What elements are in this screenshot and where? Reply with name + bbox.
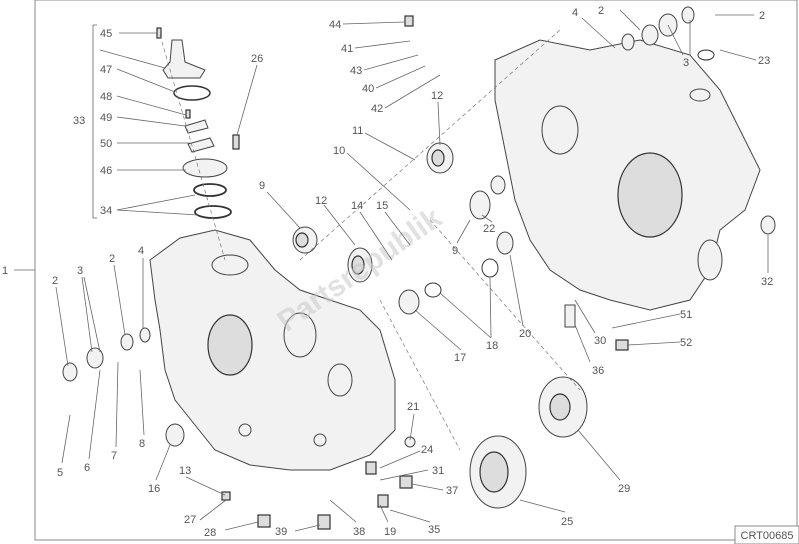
callout-9: 9 [452, 245, 458, 257]
alignment-line [379, 299, 461, 451]
callout-43: 43 [350, 65, 362, 77]
callout-8: 8 [139, 438, 145, 450]
callout-4: 4 [138, 245, 144, 257]
callout-44: 44 [329, 19, 341, 31]
left-case-port [211, 254, 249, 276]
callout-2: 2 [109, 253, 115, 265]
callout-31: 31 [432, 465, 444, 477]
callout-26: 26 [251, 53, 263, 65]
callout-2: 2 [598, 5, 604, 17]
callout-39: 39 [275, 526, 287, 538]
callout-33: 33 [73, 115, 85, 127]
reed-valve [187, 137, 215, 153]
reference-box [734, 525, 799, 544]
alignment-line [429, 219, 581, 391]
callout-1: 1 [2, 265, 8, 277]
screw [232, 134, 240, 150]
pump-gasket [173, 85, 211, 101]
callout-22: 22 [483, 223, 495, 235]
bearings [62, 6, 776, 530]
callout-12: 12 [431, 90, 443, 102]
callout-48: 48 [100, 91, 112, 103]
callout-52: 52 [680, 337, 692, 349]
left-case-hole [238, 423, 252, 437]
callout-41: 41 [341, 43, 353, 55]
callout-25: 25 [561, 516, 573, 528]
left-case-bore-2 [283, 312, 317, 358]
callout-23: 23 [758, 55, 770, 67]
callout-47: 47 [100, 64, 112, 76]
callout-4: 4 [572, 7, 578, 19]
callout-28: 28 [204, 527, 216, 539]
callout-34: 34 [100, 205, 112, 217]
callout-37: 37 [446, 485, 458, 497]
right-case-bore-2 [541, 105, 579, 155]
callout-9: 9 [259, 180, 265, 192]
group-bracket [92, 24, 97, 219]
callout-6: 6 [84, 462, 90, 474]
callout-29: 29 [618, 483, 630, 495]
pump-body [182, 158, 228, 178]
callout-19: 19 [384, 526, 396, 538]
callout-3: 3 [683, 57, 689, 69]
right-case-bore-3 [697, 239, 723, 281]
right-case-port [689, 88, 711, 102]
pump-screw [185, 109, 191, 119]
callout-7: 7 [111, 450, 117, 462]
callout-17: 17 [454, 352, 466, 364]
reference-code: CRT00685 [741, 530, 794, 542]
callout-27: 27 [184, 514, 196, 526]
left-case-hole [313, 433, 327, 447]
left-case-bore-3 [327, 363, 353, 397]
callout-20: 20 [519, 328, 531, 340]
callout-30: 30 [594, 335, 606, 347]
o-ring [194, 205, 232, 219]
callout-15: 15 [376, 200, 388, 212]
reed-plate [184, 119, 209, 134]
callout-16: 16 [148, 483, 160, 495]
callout-51: 51 [680, 309, 692, 321]
o-ring [193, 183, 227, 197]
callout-35: 35 [428, 524, 440, 536]
callout-11: 11 [352, 125, 363, 137]
callout-2: 2 [52, 275, 58, 287]
left-case-bore [207, 314, 253, 376]
callout-40: 40 [362, 83, 374, 95]
right-case-bore [617, 152, 683, 238]
callout-24: 24 [421, 444, 433, 456]
callout-3: 3 [77, 265, 83, 277]
pump-cover [162, 39, 206, 79]
callout-13: 13 [179, 465, 191, 477]
callout-10: 10 [333, 145, 345, 157]
callout-12: 12 [315, 195, 327, 207]
callout-49: 49 [100, 112, 112, 124]
callout-18: 18 [486, 340, 498, 352]
callout-36: 36 [592, 365, 604, 377]
callout-32: 32 [761, 276, 773, 288]
callout-38: 38 [353, 526, 365, 538]
callout-5: 5 [57, 467, 63, 479]
callout-2: 2 [759, 10, 765, 22]
left-crankcase-half [149, 229, 396, 471]
callout-45: 45 [100, 28, 112, 40]
callout-50: 50 [100, 138, 112, 150]
callout-labels: 45 47 48 49 50 46 34 33 26 44 41 43 40 4… [2, 5, 773, 539]
callout-42: 42 [371, 103, 383, 115]
callout-21: 21 [407, 401, 419, 413]
alignment-line [299, 29, 561, 261]
callout-14: 14 [351, 200, 363, 212]
callout-46: 46 [100, 165, 112, 177]
leader-lines [14, 9, 769, 532]
